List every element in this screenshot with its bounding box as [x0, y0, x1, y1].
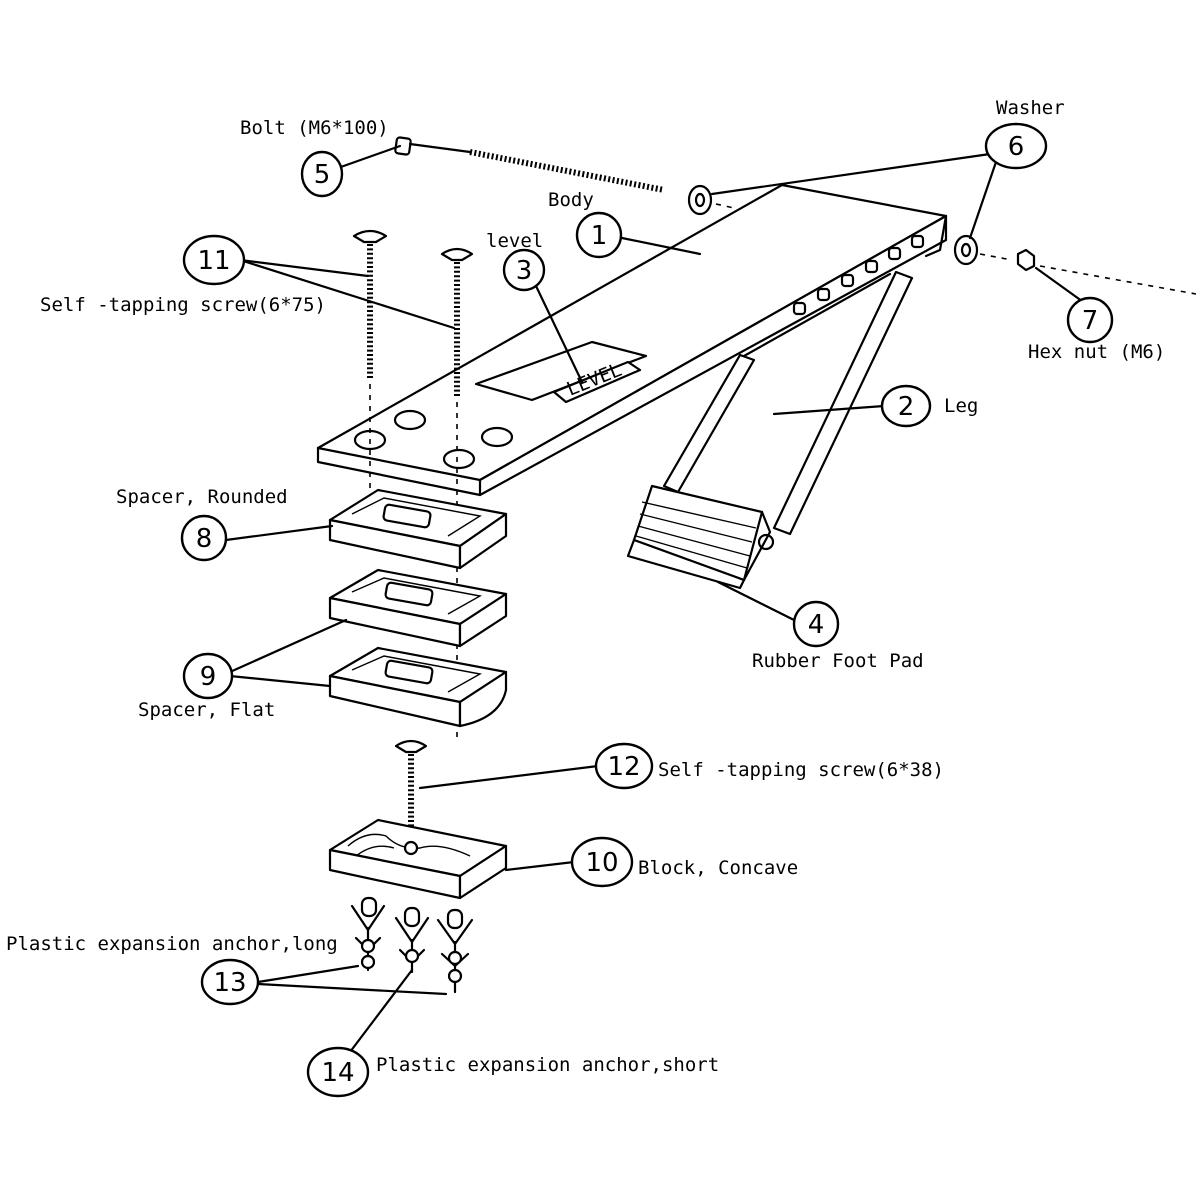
callout-11: 11 [182, 234, 246, 286]
leader-lines [224, 144, 1088, 1054]
bolt-label: Bolt (M6*100) [240, 117, 389, 139]
spacer-flat-parts [328, 568, 508, 728]
anchor-long-label: Plastic expansion anchor,long [6, 933, 338, 955]
callout-6: 6 [984, 122, 1048, 170]
callout-number: 3 [516, 256, 533, 286]
callout-13: 13 [200, 958, 260, 1006]
callout-number: 12 [607, 752, 640, 782]
callout-12: 12 [594, 742, 654, 790]
spacer-flat-label: Spacer, Flat [138, 699, 275, 721]
callout-number: 2 [898, 392, 915, 422]
callout-7: 7 [1066, 296, 1114, 344]
callout-number: 6 [1008, 132, 1025, 162]
callout-8: 8 [180, 514, 228, 562]
callout-2: 2 [880, 384, 932, 428]
spacer-rounded-label: Spacer, Rounded [116, 486, 288, 508]
long-screw-label: Self -tapping screw(6*75) [40, 294, 326, 316]
washer-parts [687, 184, 979, 266]
rubber-foot-pad-part [626, 484, 772, 590]
spacer-rounded-part [328, 488, 508, 570]
callout-number: 10 [585, 848, 618, 878]
callout-number: 13 [213, 968, 246, 998]
callout-number: 8 [196, 524, 213, 554]
body-label: Body [548, 189, 594, 211]
short-screw-label: Self -tapping screw(6*38) [658, 759, 944, 781]
hex-nut-label: Hex nut (M6) [1028, 341, 1165, 363]
expansion-anchor-parts [350, 896, 474, 994]
rubber-foot-pad-label: Rubber Foot Pad [752, 650, 924, 672]
long-screw-parts [352, 229, 474, 396]
anchor-short-label: Plastic expansion anchor,short [376, 1054, 719, 1076]
leg-label: Leg [944, 395, 978, 417]
level-label: level [486, 230, 543, 252]
washer-label: Washer [996, 97, 1065, 119]
callout-14: 14 [306, 1046, 370, 1098]
callout-5: 5 [300, 150, 344, 198]
callout-10: 10 [570, 836, 634, 888]
callout-1: 1 [575, 211, 623, 259]
callout-number: 7 [1082, 306, 1099, 336]
callout-9: 9 [182, 652, 234, 700]
callout-3: 3 [502, 248, 546, 292]
body-part [316, 183, 948, 497]
callout-number: 9 [200, 662, 217, 692]
callout-4: 4 [792, 600, 840, 648]
callout-number: 1 [591, 221, 608, 251]
block-concave-part [328, 818, 508, 900]
hex-nut-part [1016, 248, 1036, 272]
callout-number: 5 [314, 160, 331, 190]
callout-number: 11 [197, 246, 230, 276]
callout-number: 4 [808, 610, 825, 640]
callout-number: 14 [321, 1058, 354, 1088]
bolt-part [394, 136, 665, 193]
block-concave-label: Block, Concave [638, 857, 798, 879]
